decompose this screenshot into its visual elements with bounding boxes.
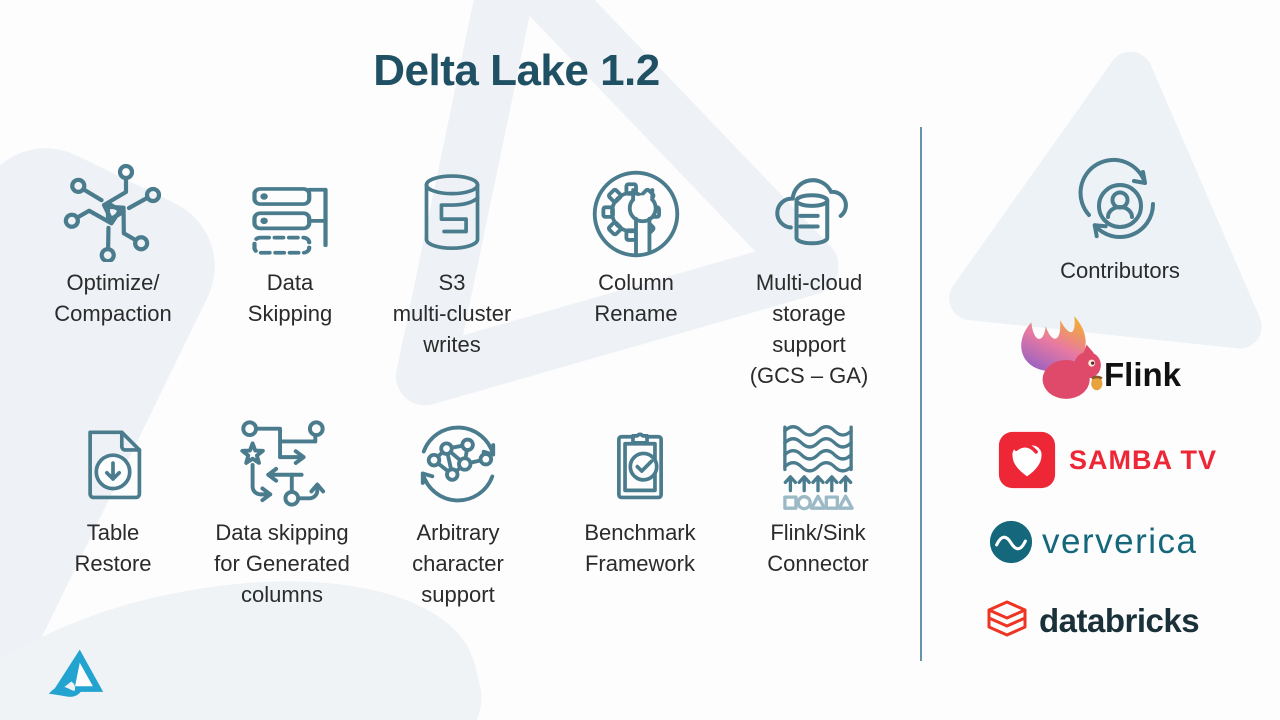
page-title: Delta Lake 1.2 — [373, 46, 660, 95]
databricks-bricks-icon — [983, 597, 1031, 645]
databricks-logo: databricks — [983, 597, 1200, 645]
flink-squirrel-icon — [1008, 312, 1112, 404]
gear-wrench-icon — [551, 160, 721, 262]
people-cycle-icon — [1005, 150, 1235, 254]
document-restore-icon — [28, 410, 198, 512]
clipboard-check-icon — [545, 410, 735, 512]
brand-triangle-logo — [46, 646, 106, 702]
cloud-storage-icon — [714, 160, 904, 262]
ververica-logo: ververica — [988, 519, 1197, 565]
vertical-divider — [920, 127, 922, 661]
apache-flink-logo: Flink — [1008, 312, 1181, 404]
waves-sink-icon — [728, 410, 908, 512]
contributors-block: Contributors — [1005, 150, 1235, 284]
network-refresh-icon — [363, 410, 553, 512]
data-skipping-icon — [205, 160, 375, 262]
optimize-compaction-icon — [28, 160, 198, 262]
samba-wordmark: SAMBA TV — [1069, 444, 1217, 475]
samba-tv-logo: SAMBA TV — [998, 431, 1217, 489]
ververica-wave-icon — [988, 519, 1034, 565]
samba-heart-icon — [998, 431, 1056, 489]
contributors-label: Contributors — [1060, 258, 1180, 283]
ververica-wordmark: ververica — [1042, 522, 1198, 561]
flink-wordmark: Flink — [1104, 356, 1182, 393]
databricks-wordmark: databricks — [1039, 602, 1200, 639]
s3-database-icon — [357, 160, 547, 262]
feature-label: Optimize/Compaction — [54, 270, 172, 326]
feature-optimize-compaction: Optimize/Compaction — [28, 160, 198, 329]
flowchart-maze-icon — [182, 410, 382, 512]
